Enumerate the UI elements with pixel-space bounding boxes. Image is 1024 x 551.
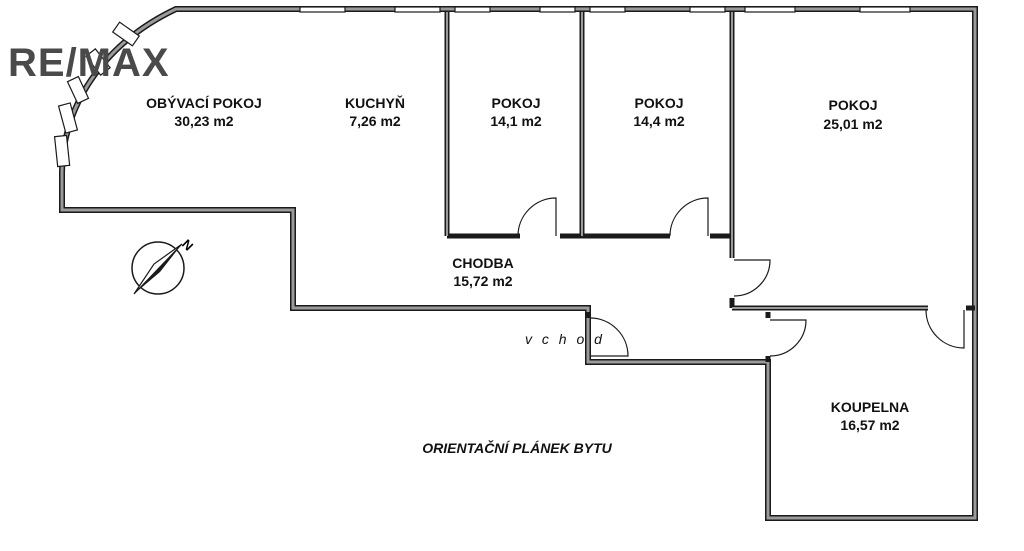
- room-name: POKOJ: [491, 95, 540, 111]
- windows: [53, 6, 911, 168]
- room-name: OBÝVACÍ POKOJ: [146, 94, 262, 111]
- plan-title: ORIENTAČNÍ PLÁNEK BYTU: [422, 439, 612, 456]
- doors: [517, 197, 965, 357]
- compass: N: [131, 236, 196, 295]
- room-name: KOUPELNA: [831, 399, 910, 415]
- room-area: 30,23 m2: [174, 113, 233, 129]
- room-name: POKOJ: [634, 95, 683, 111]
- room-area: 14,1 m2: [490, 113, 542, 129]
- room-name: KUCHYŇ: [345, 94, 405, 111]
- remax-logo: RE/MAX: [8, 41, 170, 85]
- room-area: 25,01 m2: [823, 116, 882, 132]
- compass-north-letter: N: [179, 236, 196, 253]
- room-area: 7,26 m2: [349, 113, 401, 129]
- room-area: 14,4 m2: [633, 113, 685, 129]
- room-name: POKOJ: [828, 97, 877, 113]
- room-name: CHODBA: [452, 255, 513, 271]
- room-area: 15,72 m2: [453, 273, 512, 289]
- room-labels: OBÝVACÍ POKOJ 30,23 m2 KUCHYŇ 7,26 m2 PO…: [146, 94, 909, 433]
- entry-label: v c h o d: [525, 331, 605, 347]
- room-area: 16,57 m2: [840, 417, 899, 433]
